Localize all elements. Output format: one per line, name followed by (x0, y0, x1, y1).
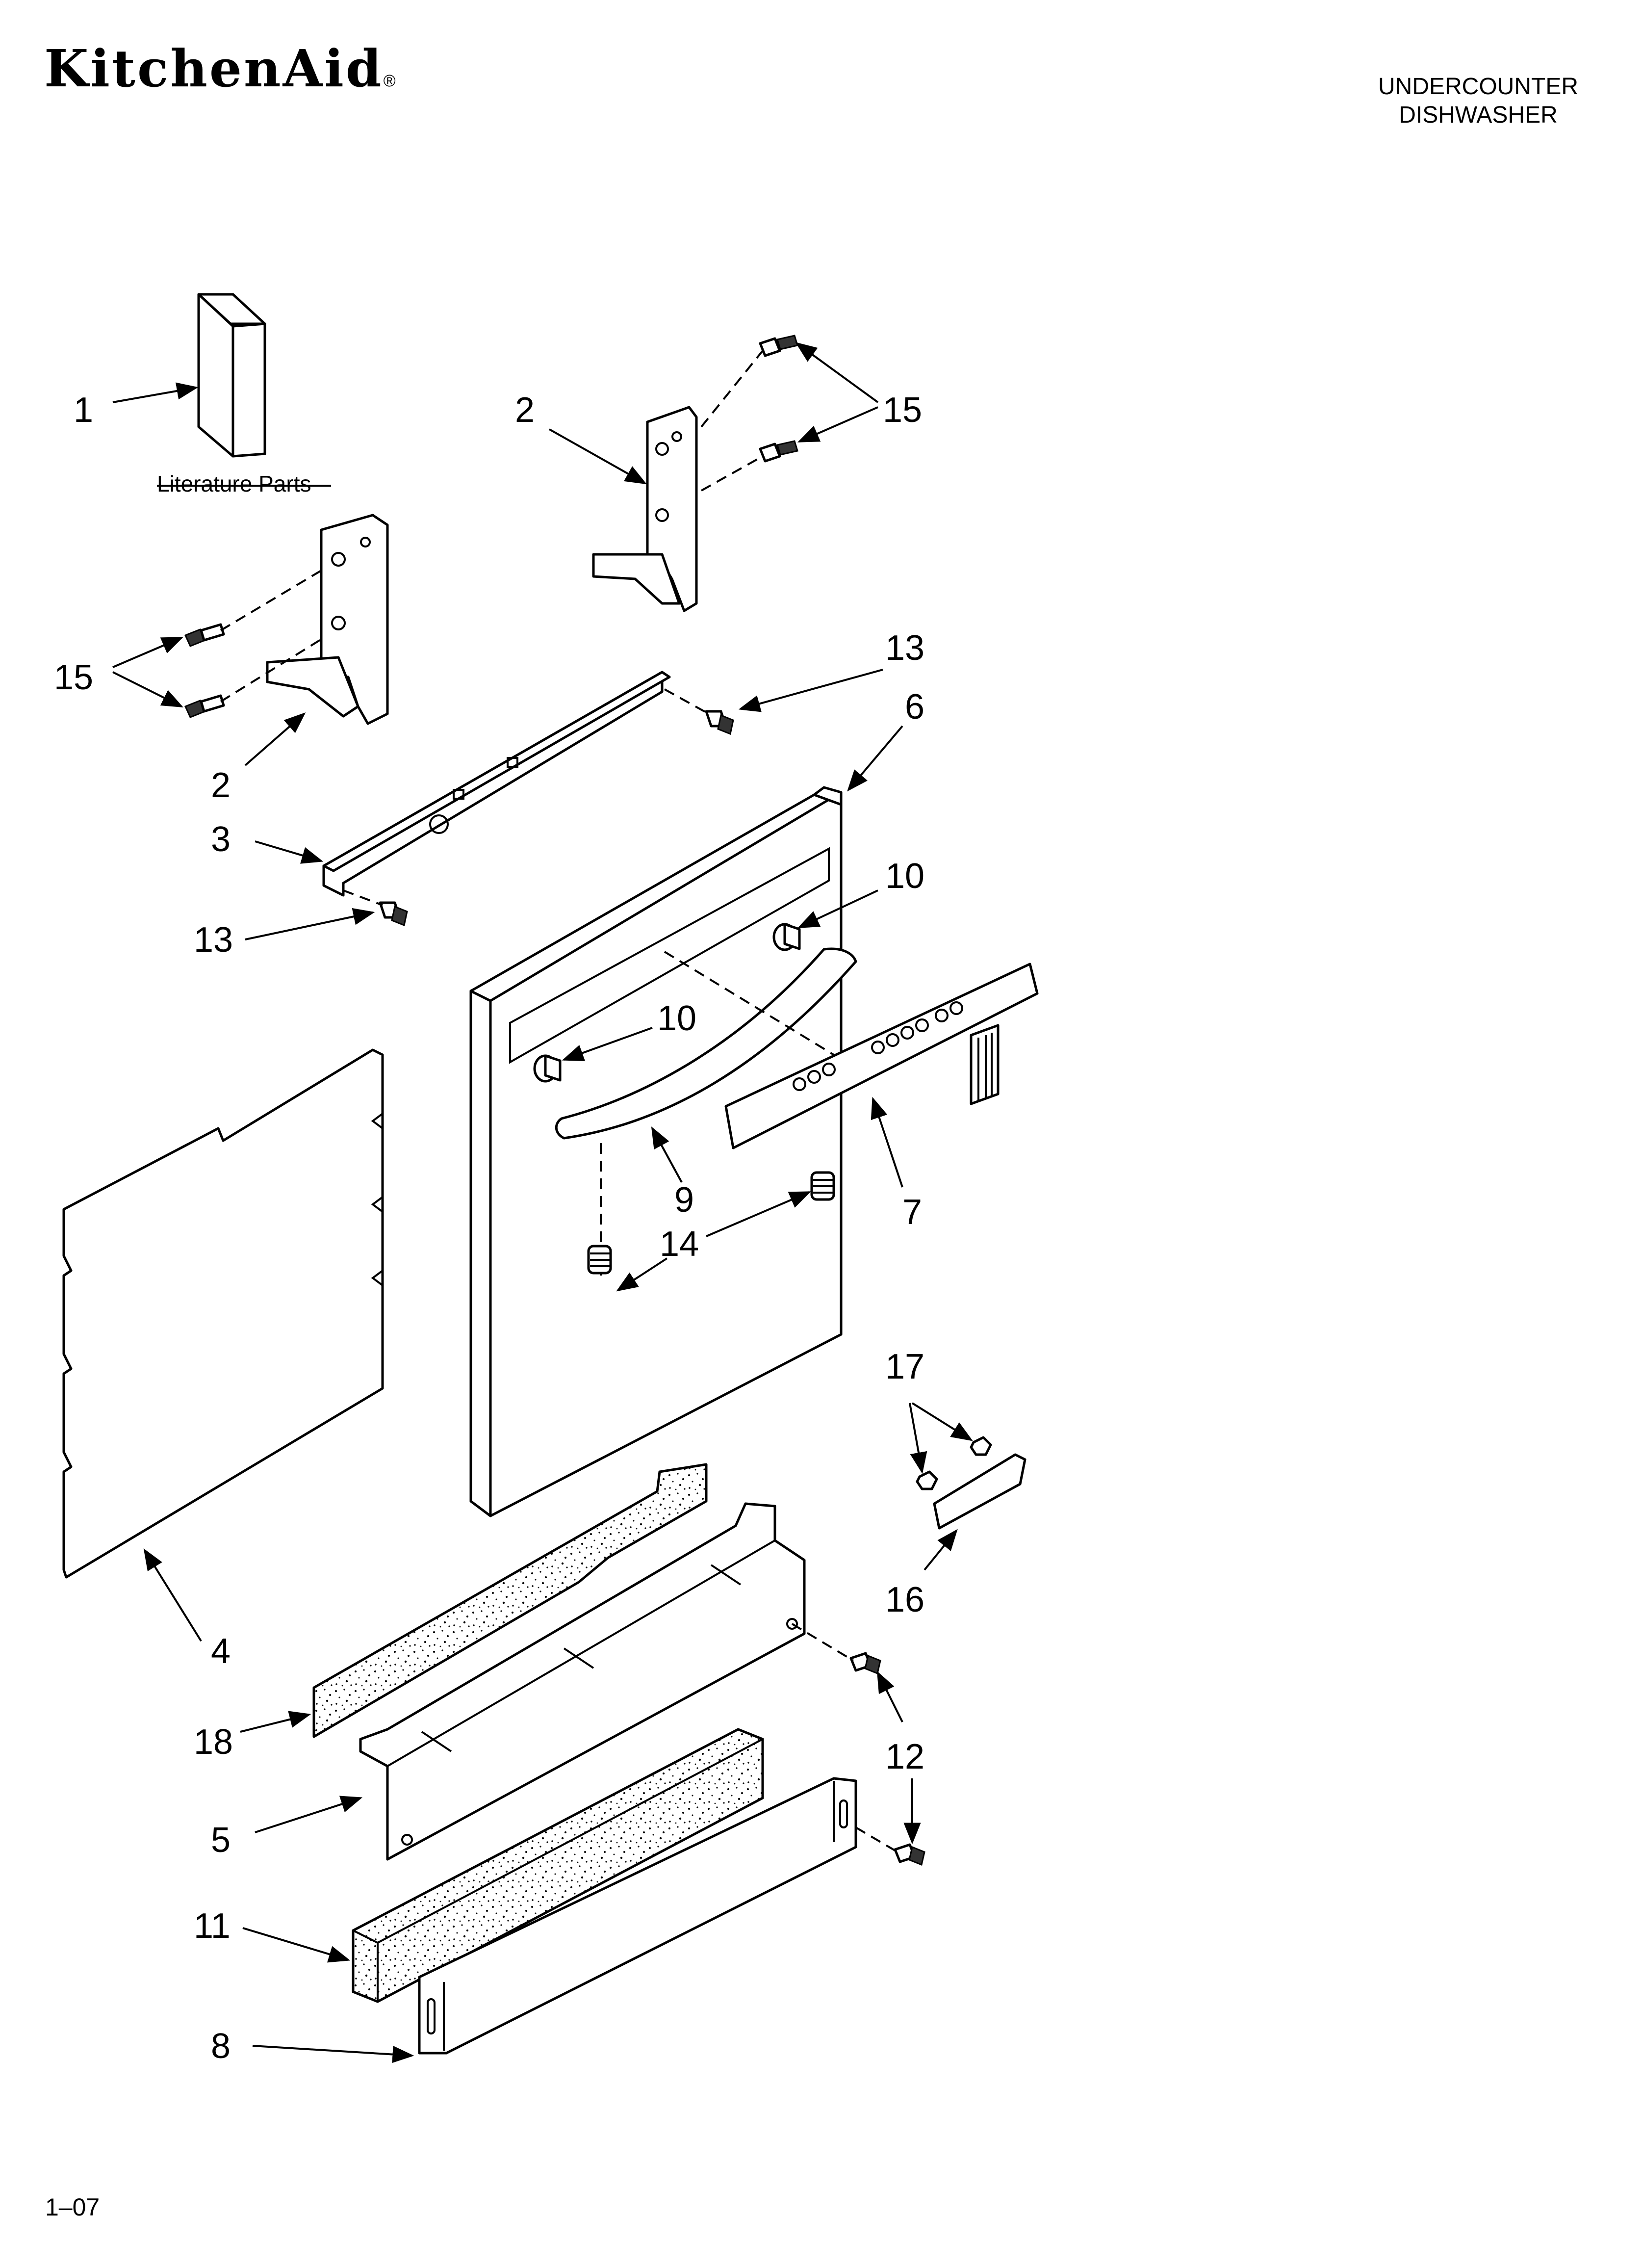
title-line-2: DISHWASHER (1399, 102, 1558, 128)
screw-15-top-b (759, 440, 798, 463)
screw-15-left-b (184, 694, 225, 718)
literature-booklet (157, 293, 331, 487)
callout-18: 18 (194, 1722, 233, 1762)
nut-17-right (970, 1436, 992, 1456)
literature-parts-label: Literature Parts (157, 471, 311, 496)
trim-16 (933, 1453, 1026, 1530)
leader-lines (112, 342, 973, 2063)
callout-2-lower: 2 (211, 766, 231, 805)
callout-16: 16 (885, 1580, 924, 1619)
toe-bracket-5 (359, 1502, 806, 1861)
callout-5: 5 (211, 1821, 231, 1860)
kick-plate-8 (418, 1777, 857, 2055)
footer-code: 1–07 (45, 2193, 100, 2221)
callout-10-lower: 10 (657, 999, 696, 1038)
callout-3: 3 (211, 820, 231, 859)
bumper-10-lower (533, 1054, 562, 1083)
bumper-10-upper (772, 923, 801, 951)
hinge-bracket-lower (266, 514, 389, 725)
callout-2-upper: 2 (515, 391, 535, 430)
callout-10-upper: 10 (885, 857, 924, 896)
outer-door-panel (469, 786, 843, 1517)
door-handle (555, 947, 857, 1140)
brand-logo: KitchenAid® (44, 43, 398, 94)
title-line-1: UNDERCOUNTER (1378, 74, 1578, 100)
callout-13-upper: 13 (885, 628, 924, 668)
foam-strip-18 (312, 1463, 708, 1738)
brand-name: KitchenAid (44, 38, 384, 99)
callout-12: 12 (885, 1737, 924, 1776)
callout-7: 7 (902, 1193, 922, 1232)
foam-block-11 (352, 1728, 764, 2003)
callout-1: 1 (74, 391, 93, 430)
callout-4: 4 (211, 1632, 231, 1671)
registered-mark: ® (383, 72, 398, 90)
callout-11: 11 (194, 1906, 231, 1946)
callout-15-upper: 15 (883, 391, 922, 430)
document-title: UNDERCOUNTER DISHWASHER (1378, 73, 1578, 130)
callout-13-lower: 13 (194, 920, 233, 960)
insulation-panel (62, 1048, 384, 1579)
callout-14: 14 (660, 1225, 699, 1264)
screw-13-upper (705, 710, 734, 735)
hinge-bracket-upper (592, 406, 698, 612)
screw-12-lower (894, 1843, 925, 1866)
screw-12-upper (849, 1652, 881, 1675)
callout-17: 17 (885, 1347, 924, 1386)
callout-8: 8 (211, 2027, 231, 2066)
callout-15-left: 15 (54, 658, 93, 697)
spacer-14-upper (810, 1171, 835, 1201)
door-bar (322, 671, 671, 897)
nut-17-left (916, 1470, 938, 1490)
screw-15-top-a (759, 335, 798, 357)
spacer-14-lower (587, 1245, 612, 1275)
callout-9: 9 (674, 1180, 694, 1220)
screw-15-left-a (184, 623, 225, 647)
screw-13-lower (379, 901, 408, 927)
callout-6: 6 (905, 687, 924, 727)
control-panel (724, 963, 1039, 1149)
